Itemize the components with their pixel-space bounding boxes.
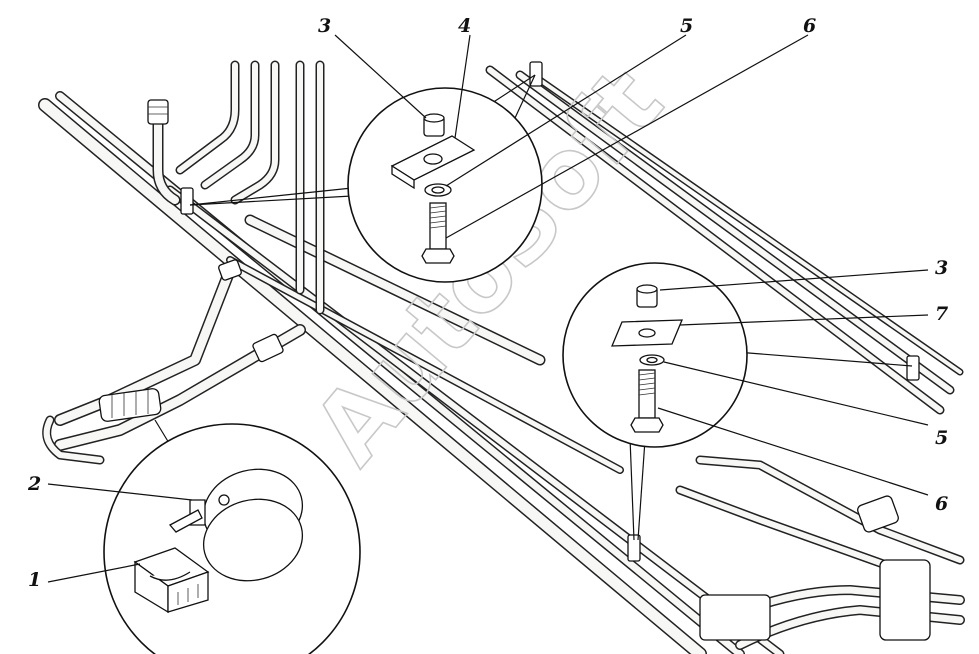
callout-1: 1	[28, 569, 41, 591]
pipe-fitting-nut	[147, 99, 169, 125]
callout-3-upper: 3	[318, 15, 331, 37]
nut-part-3	[423, 113, 445, 137]
callout-4: 4	[458, 15, 471, 37]
upper-right-frame-pipes	[485, 65, 964, 415]
plate-part-7	[611, 319, 683, 347]
brake-valve-body	[879, 559, 931, 641]
fastener-right	[906, 355, 920, 381]
bolt-part-6-right	[630, 369, 664, 433]
main-diagonal-pipes	[38, 91, 785, 654]
frame-member	[699, 594, 771, 641]
band-clamp-part-2	[168, 468, 304, 582]
fastener-upper-left	[180, 187, 194, 215]
nut-part-3-right	[636, 284, 658, 308]
pipe-bundle	[38, 60, 965, 654]
detail-circle-lower	[103, 419, 361, 654]
callout-6-upper: 6	[803, 15, 816, 37]
pipe-clamp-installed	[98, 388, 162, 422]
bracket-plate-part-4	[390, 135, 476, 190]
leader-lines	[47, 34, 929, 583]
callout-3-right: 3	[935, 257, 948, 279]
bracket	[857, 495, 899, 533]
callout-5-right: 5	[935, 427, 948, 449]
lower-right-pipes	[675, 455, 965, 650]
detail-circle-upper	[189, 74, 543, 283]
callout-6-right: 6	[935, 493, 948, 515]
union-nut	[252, 333, 284, 363]
rubber-cushion-part-1	[133, 547, 210, 614]
callout-labels: 3 4 5 6 3 7 5 6 2 1	[27, 15, 948, 591]
union-nut	[218, 259, 242, 281]
top-left-fitting-pipe	[147, 99, 181, 206]
detail-circle-right	[562, 262, 913, 541]
callout-5-upper: 5	[680, 15, 693, 37]
callout-2: 2	[27, 473, 41, 495]
vertical-pipes-top	[175, 60, 325, 315]
callout-7: 7	[935, 303, 948, 325]
bolt-part-6	[421, 202, 455, 264]
